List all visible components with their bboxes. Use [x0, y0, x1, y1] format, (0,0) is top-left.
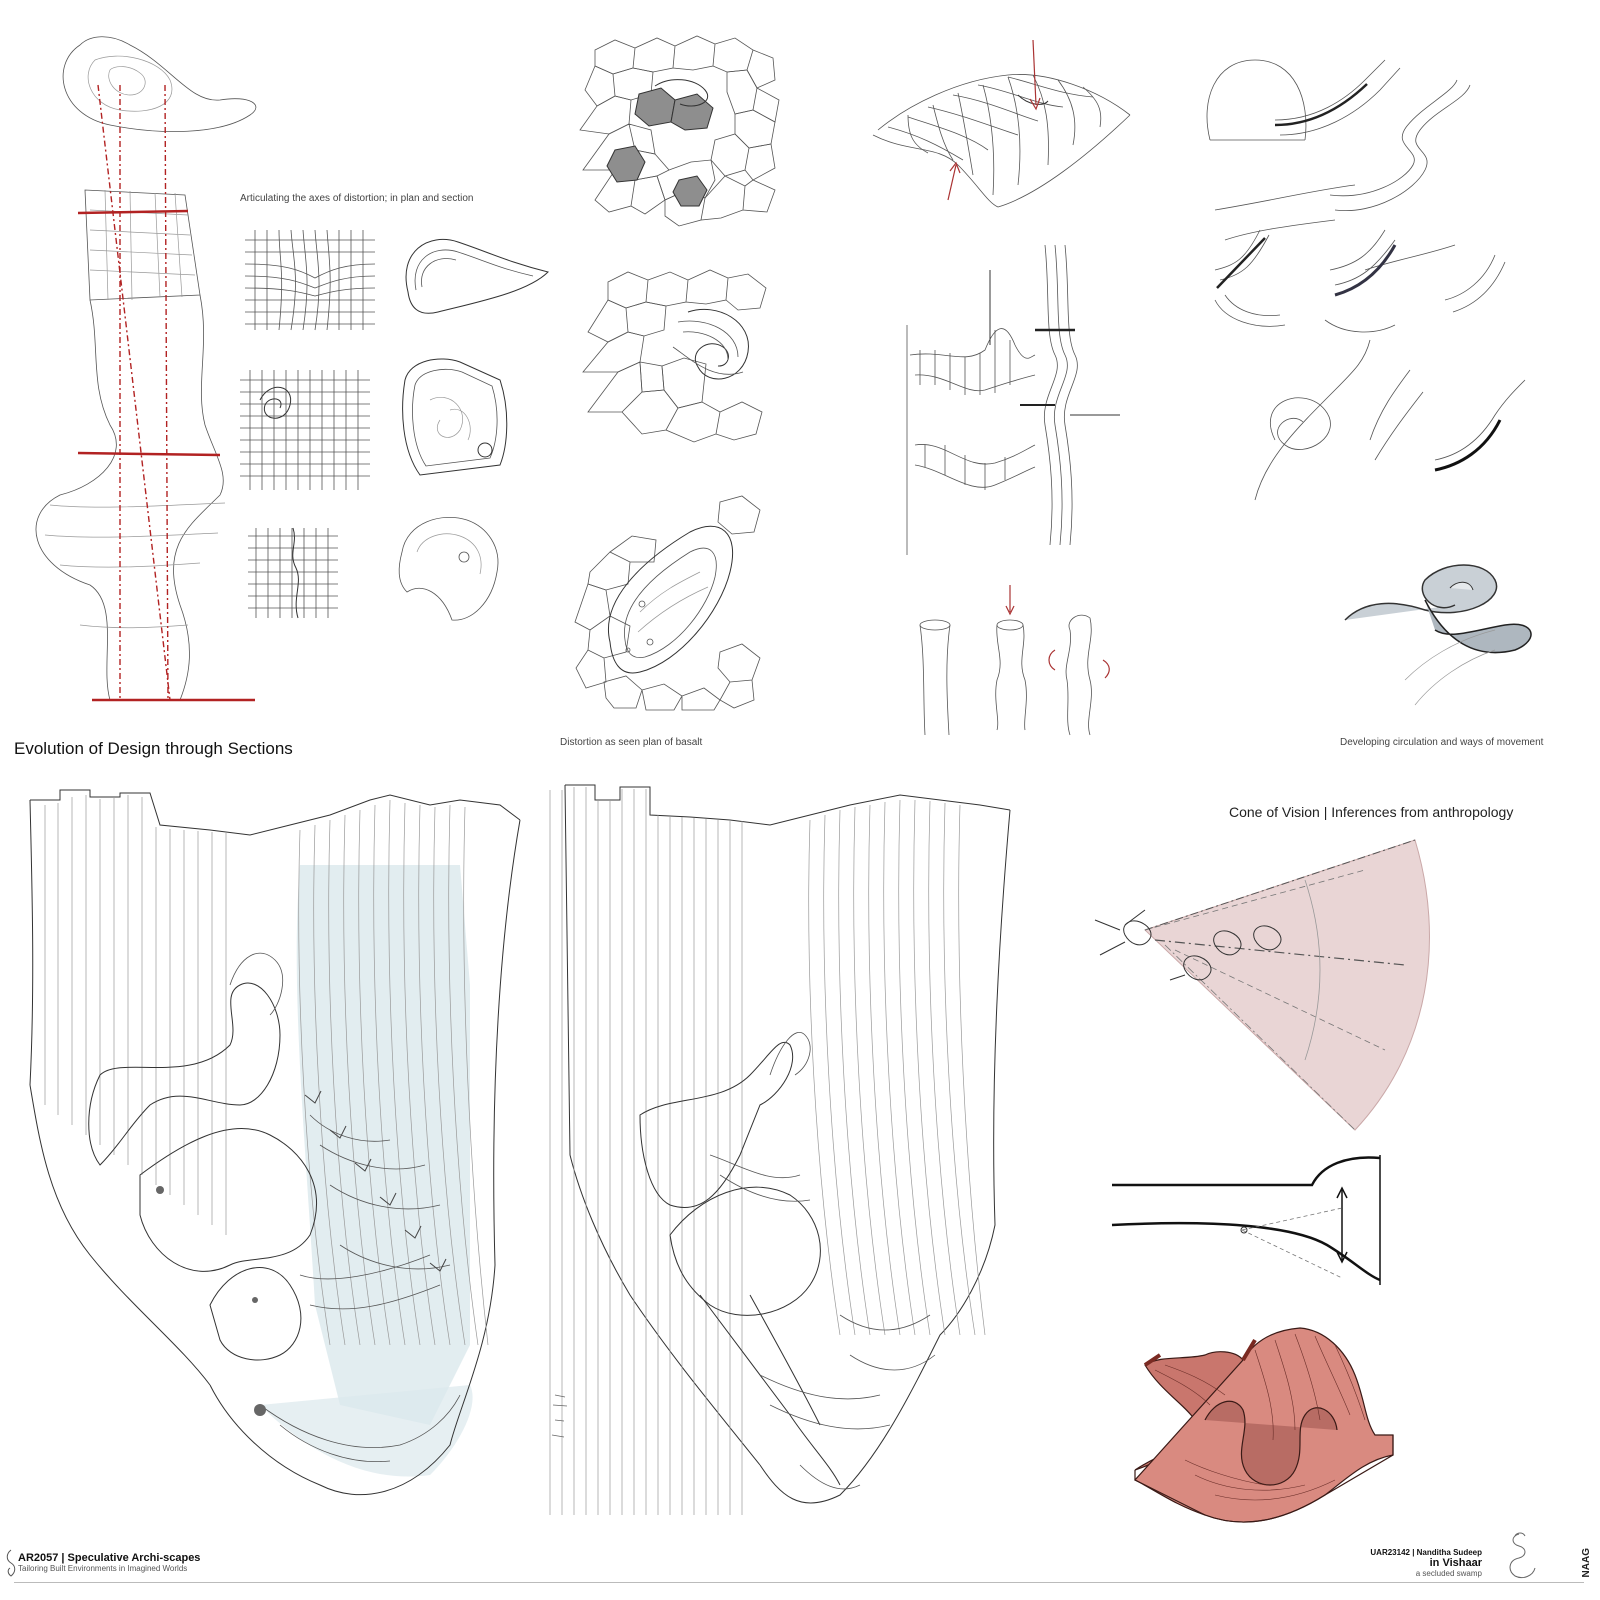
- student-id: UAR23142 | Nanditha Sudeep: [1370, 1548, 1482, 1557]
- caption-circulation: Developing circulation and ways of movem…: [1340, 737, 1544, 748]
- section-heading-evolution: Evolution of Design through Sections: [14, 739, 293, 758]
- cone-of-vision-title: Cone of Vision | Inferences from anthrop…: [1229, 804, 1514, 820]
- course-footer: AR2057 | Speculative Archi-scapes Tailor…: [18, 1552, 200, 1573]
- plan-outline-sketch-2: [402, 358, 508, 476]
- cone-of-vision-diagram: [1094, 839, 1430, 1131]
- basalt-plan-sketch-3: [574, 495, 761, 711]
- grid-crack-sketch: [248, 527, 338, 619]
- grid-swirl-sketch: [240, 370, 370, 490]
- naag-logo-text: NAAG: [1581, 1548, 1592, 1578]
- project-name: in Vishaar: [1429, 1557, 1482, 1569]
- basalt-plan-sketch-1: [579, 35, 780, 227]
- naag-serpent-icon: [1509, 1532, 1536, 1579]
- project-tagline: a secluded swamp: [1415, 1569, 1482, 1578]
- caption-basalt-plan: Distortion as seen plan of basalt: [560, 737, 703, 748]
- logo-swirl-icon: [6, 1549, 16, 1577]
- surface-deformation-sketch: [872, 39, 1131, 208]
- plan-outline-sketch-1: [405, 238, 549, 314]
- plan-outline-sketch-3: [398, 516, 499, 621]
- tunnel-section-sketch: [1111, 1155, 1381, 1285]
- footer-divider: [14, 1582, 1584, 1583]
- surface-section-sketch: [906, 244, 1120, 555]
- distortion-axes-section-sketch: [35, 36, 257, 702]
- model-section-render: [1134, 1327, 1394, 1523]
- design-section-drawing-2: [549, 784, 1011, 1515]
- column-twist-sketch: [919, 585, 1110, 736]
- course-subtitle: Tailoring Built Environments in Imagined…: [18, 1564, 188, 1573]
- grid-distortion-sketch-1: [244, 229, 376, 331]
- basalt-plan-sketch-2: [582, 269, 767, 443]
- design-section-drawing-1: [29, 789, 521, 1496]
- caption-axes-distortion: Articulating the axes of distortion; in …: [240, 193, 474, 204]
- course-title: AR2057 | Speculative Archi-scapes: [18, 1552, 201, 1564]
- student-footer: UAR23142 | Nanditha Sudeep in Vishaar a …: [1370, 1548, 1482, 1578]
- circulation-sketches: [1206, 59, 1532, 706]
